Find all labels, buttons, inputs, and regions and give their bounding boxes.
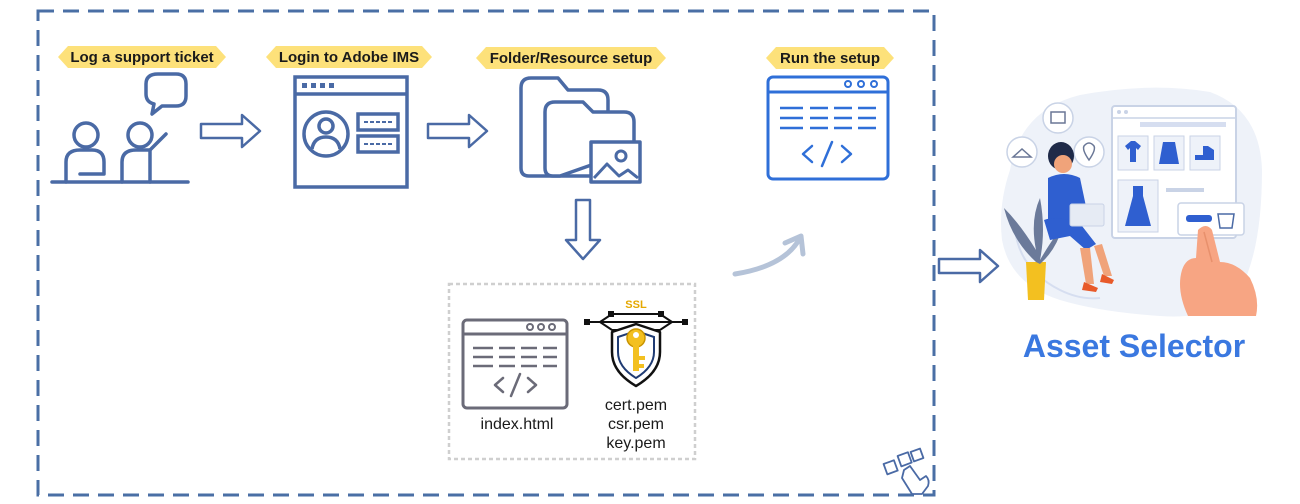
html-file-icon: [461, 318, 569, 410]
step-label-2-text: Login to Adobe IMS: [279, 49, 419, 66]
login-window-icon: [293, 75, 409, 189]
workflow-frame: [36, 9, 936, 497]
curved-arrow-icon: [732, 233, 806, 277]
support-people-icon: [50, 121, 190, 184]
chat-bubble-icon: [144, 72, 188, 116]
key-icon: [626, 328, 646, 371]
step-label-2: Login to Adobe IMS: [266, 46, 432, 68]
shopping-illustration: [1001, 87, 1262, 317]
step-label-1: Log a support ticket: [58, 46, 226, 68]
html-file-name: index.html: [481, 416, 554, 433]
step-label-1-text: Log a support ticket: [70, 49, 213, 66]
asset-selector-title: Asset Selector: [1023, 328, 1245, 364]
ssl-badge-text: SSL: [625, 299, 647, 311]
step-label-4-text: Run the setup: [780, 50, 880, 67]
image-icon: [589, 140, 642, 184]
generated-files-box: [447, 282, 697, 461]
arrow-right-2-icon: [426, 113, 489, 149]
arrow-right-3-icon: [937, 248, 1000, 284]
step-label-3-text: Folder/Resource setup: [490, 50, 653, 67]
csr-pem-name: csr.pem: [608, 416, 664, 433]
key-pem-name: key.pem: [606, 435, 665, 452]
cert-pem-name: cert.pem: [605, 397, 667, 414]
arrow-down-icon: [564, 198, 602, 261]
touch-tap-icon: [882, 447, 930, 495]
step-label-4: Run the setup: [766, 47, 894, 69]
arrow-right-1-icon: [199, 113, 262, 149]
code-window-icon: [766, 75, 890, 181]
user-avatar-icon: [302, 110, 350, 158]
step-label-3: Folder/Resource setup: [476, 47, 666, 69]
